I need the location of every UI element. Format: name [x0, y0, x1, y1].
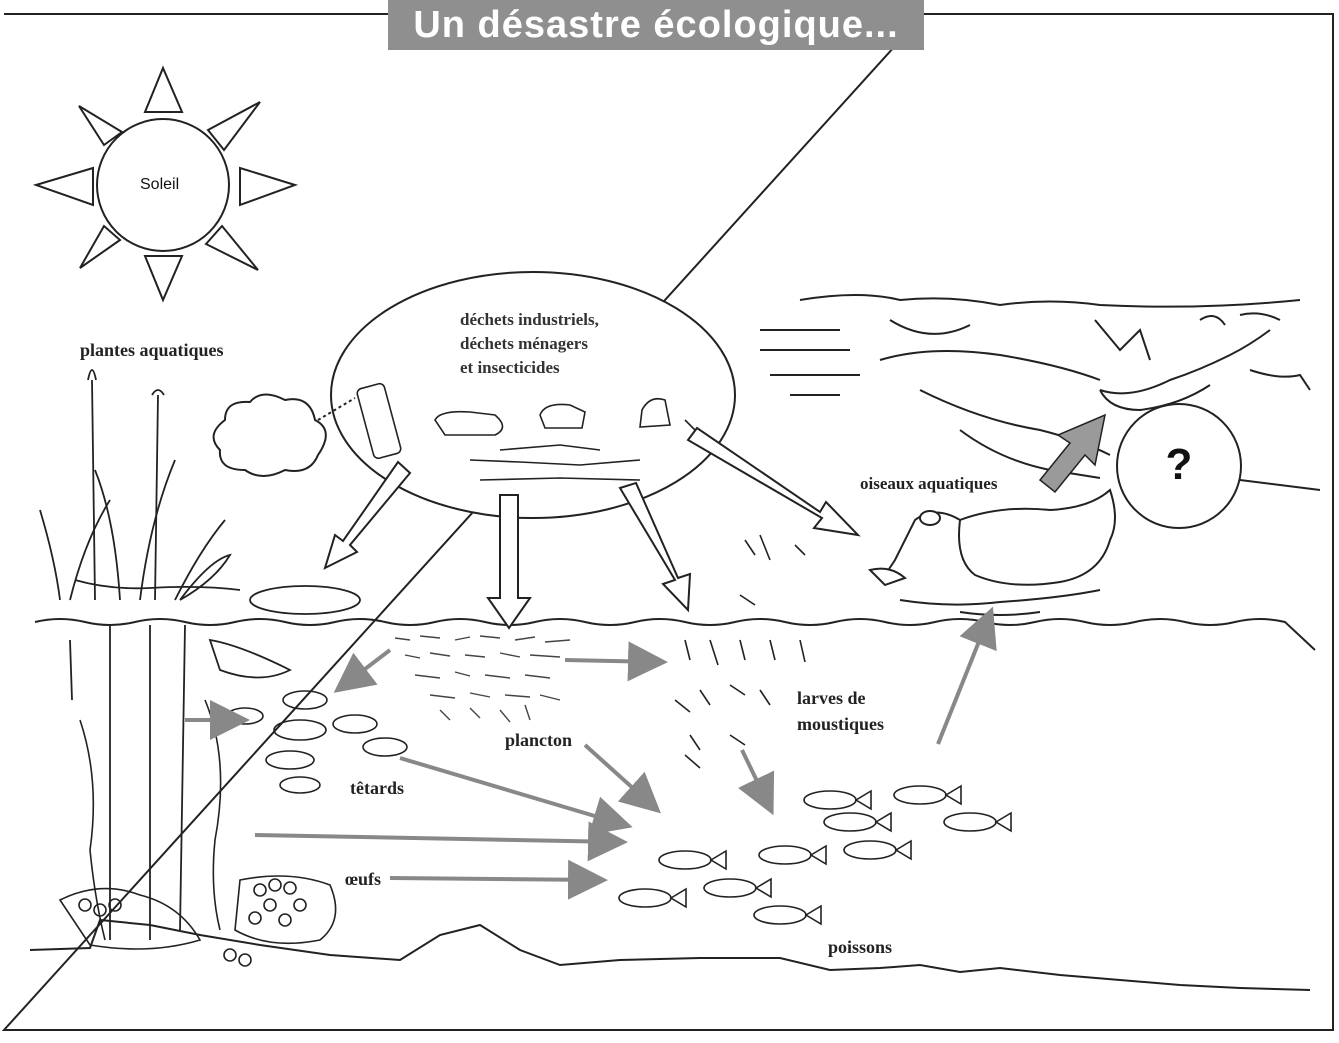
waste-text: déchets industriels, déchets ménagers et…: [460, 308, 690, 380]
label-mosquito-larvae-1: larves de: [797, 688, 865, 709]
arrow-eggs-to-fish: [390, 878, 600, 880]
food-chain-arrows: [185, 614, 990, 880]
arrow-tadpoles-to-fish: [400, 758, 625, 825]
arrow-plankton-to-larvae: [565, 660, 660, 662]
sun-label: Soleil: [140, 176, 179, 194]
duck-icon: [870, 490, 1115, 615]
mosquito-larvae-drawing: [675, 535, 805, 768]
block-arrow-to-dead-bird: [1040, 415, 1105, 492]
arrow-plankton-to-fish: [585, 745, 655, 808]
label-aquatic-plants: plantes aquatiques: [80, 340, 224, 361]
plankton-drawing: [395, 636, 570, 722]
waste-line-1: déchets industriels,: [460, 308, 690, 332]
arrow-larvae-to-fish: [742, 750, 770, 808]
label-aquatic-birds: oiseaux aquatiques: [860, 474, 997, 494]
fish-school-drawing: [619, 786, 1011, 924]
pollution-arrow-plants: [325, 462, 410, 568]
pollution-arrow-birds: [688, 428, 858, 535]
label-tadpoles: têtards: [350, 778, 404, 799]
label-plankton: plancton: [505, 730, 572, 751]
label-mosquito-larvae-2: moustiques: [797, 714, 884, 735]
question-mark: ?: [1118, 412, 1240, 518]
water-surface: [35, 619, 1315, 650]
arrow-plankton-to-tadpoles: [340, 650, 390, 688]
waste-line-3: et insecticides: [460, 356, 690, 380]
label-fish: poissons: [828, 937, 892, 958]
dead-bird-icon: [1095, 313, 1310, 410]
page-title: Un désastre écologique...: [388, 0, 924, 50]
waste-line-2: déchets ménagers: [460, 332, 690, 356]
arrow-fish-to-birds: [938, 614, 990, 744]
seabed-line: [30, 920, 1310, 990]
arrow-plants-to-fish: [255, 835, 620, 842]
label-eggs: œufs: [345, 869, 381, 890]
pollution-arrow-larvae: [620, 483, 690, 610]
